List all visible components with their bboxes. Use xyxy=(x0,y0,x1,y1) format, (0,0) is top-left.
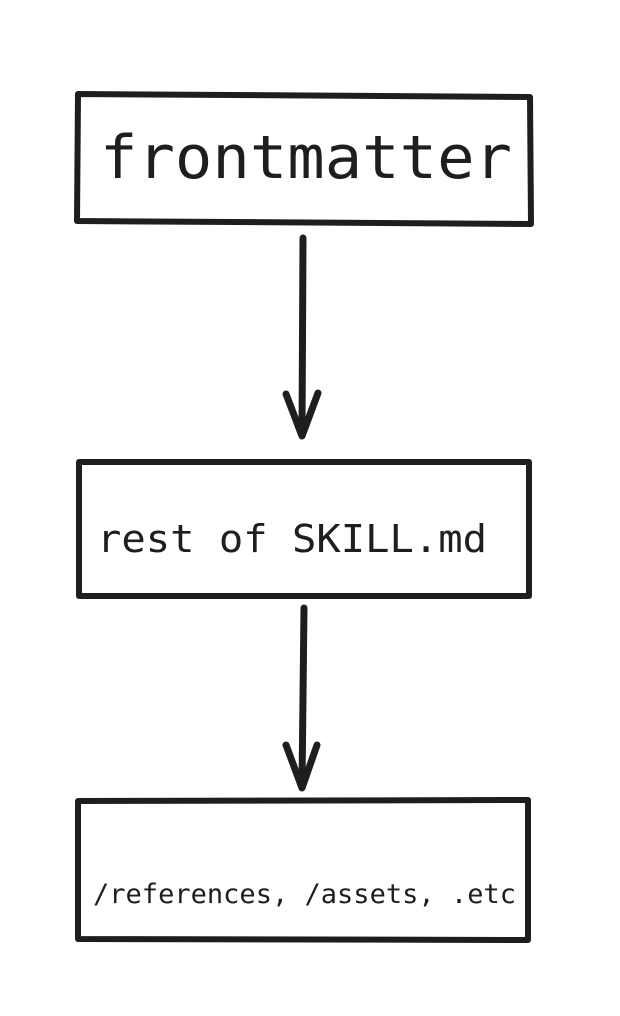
node-frontmatter: frontmatter xyxy=(74,91,534,227)
arrow-1-head xyxy=(282,389,322,440)
arrow-2-head xyxy=(282,741,321,792)
arrow-rest-to-extras xyxy=(282,604,321,792)
node-frontmatter-box xyxy=(74,91,534,227)
node-rest-of-skill-label: rest of SKILL.md xyxy=(97,517,487,561)
node-rest-of-skill: rest of SKILL.md xyxy=(76,459,532,599)
arrow-1-shaft xyxy=(298,234,307,438)
node-extras-box xyxy=(75,797,531,943)
node-extras-label: /references, /assets, .etc xyxy=(93,879,516,910)
node-rest-of-skill-box xyxy=(76,459,532,599)
arrow-2-shaft xyxy=(298,604,308,790)
node-extras: /references, /assets, .etc xyxy=(75,797,531,943)
arrow-frontmatter-to-rest xyxy=(282,234,322,440)
node-frontmatter-label: frontmatter xyxy=(100,123,512,193)
